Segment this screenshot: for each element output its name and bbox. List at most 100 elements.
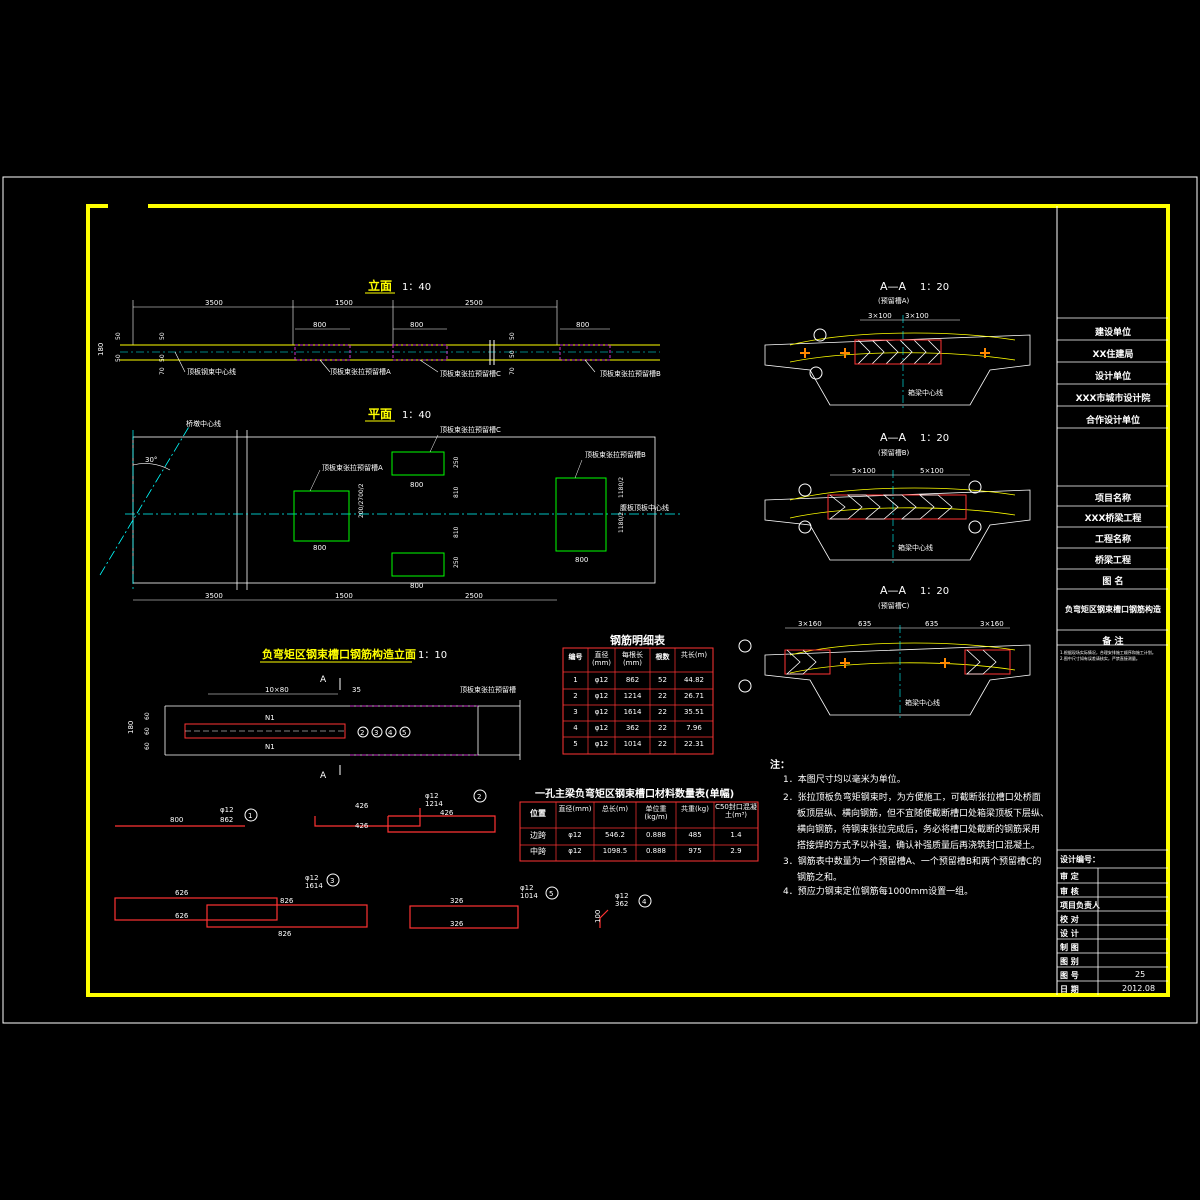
svg-text:5: 5 [402, 729, 406, 737]
elev-label-1: 顶板钢束中心线 [187, 367, 236, 376]
svg-text:50: 50 [159, 332, 166, 340]
note-line: 3．钢筋表中数量为一个预留槽A、一个预留槽B和两个预留槽C的 [783, 857, 1042, 867]
svg-text:2: 2 [477, 793, 481, 801]
material-table: 一孔主梁负弯矩区钢束槽口材料数量表(单幅) [519, 787, 759, 862]
drawing-name: 负弯矩区钢束槽口钢筋构造 [1065, 605, 1161, 614]
svg-text:3: 3 [330, 877, 334, 885]
notes-title: 注： [770, 760, 790, 771]
elev-dim-3500: 3500 [205, 299, 223, 307]
svg-text:50: 50 [159, 354, 166, 362]
plan-label-a: 顶板束张拉预留槽A [322, 463, 383, 472]
frame-gap [108, 200, 148, 210]
svg-text:2: 2 [360, 729, 364, 737]
svg-text:3×100: 3×100 [905, 312, 929, 320]
elev-label-3: 顶板束张拉预留槽C [440, 369, 501, 378]
svg-text:826: 826 [278, 930, 292, 938]
svg-text:3500: 3500 [205, 592, 223, 600]
svg-text:1180/2: 1180/2 [618, 512, 625, 533]
plan-label-b: 顶板束张拉预留槽B [585, 450, 646, 459]
svg-text:70: 70 [159, 367, 166, 375]
svg-text:A—A: A—A [880, 280, 907, 293]
svg-text:φ12: φ12 [220, 806, 234, 814]
svg-text:箱梁中心线: 箱梁中心线 [898, 543, 933, 552]
sheet-number: 25 [1135, 970, 1146, 979]
elevation-title: 立面 [368, 278, 392, 293]
svg-text:箱梁中心线: 箱梁中心线 [908, 388, 943, 397]
svg-text:1：20: 1：20 [920, 586, 949, 597]
svg-text:362: 362 [615, 900, 628, 908]
svg-text:626: 626 [175, 889, 189, 897]
svg-text:326: 326 [450, 920, 464, 928]
elev-dim-180: 180 [97, 343, 105, 356]
note-line: 板顶层纵、横向钢筋，但不宜随便截断槽口处箱梁顶板下层纵、 [797, 809, 1050, 819]
svg-text:50: 50 [509, 332, 516, 340]
outer-border [2, 176, 1198, 1024]
rebar-table-title: 钢筋明细表 [610, 633, 666, 647]
svg-text:810: 810 [453, 486, 460, 498]
svg-text:箱梁中心线: 箱梁中心线 [905, 698, 940, 707]
detail-title: 负弯矩区钢束槽口钢筋构造立面 [262, 647, 416, 661]
plan-label-axis: 腹板顶板中心线 [620, 503, 669, 512]
svg-text:635: 635 [925, 620, 938, 628]
svg-text:50: 50 [509, 350, 516, 358]
note-line: 搭接焊的方式予以补强，确认补强质量后再浇筑封口混凝土。 [797, 841, 1041, 851]
plan-title: 平面 [368, 407, 392, 421]
svg-text:5×100: 5×100 [852, 467, 876, 475]
svg-text:1: 1 [248, 812, 252, 820]
plan-label-c: 顶板束张拉预留槽C [440, 425, 501, 434]
section-c: A—A 1：20 (预留槽C) 3×160 635 635 3×160 箱梁中心… [738, 584, 1031, 720]
svg-text:426: 426 [355, 802, 369, 810]
svg-text:顶板束张拉预留槽: 顶板束张拉预留槽 [460, 685, 516, 694]
svg-text:626: 626 [175, 912, 189, 920]
svg-text:φ12: φ12 [520, 884, 534, 892]
drawing-frame [86, 204, 1170, 997]
svg-text:5×100: 5×100 [920, 467, 944, 475]
svg-text:635: 635 [858, 620, 871, 628]
svg-text:250: 250 [453, 556, 460, 568]
svg-text:A—A: A—A [880, 584, 907, 597]
plan-angle: 30° [145, 456, 157, 464]
svg-text:50: 50 [115, 332, 122, 340]
svg-text:1：20: 1：20 [920, 282, 949, 293]
svg-text:3×100: 3×100 [868, 312, 892, 320]
svg-text:A: A [320, 675, 327, 685]
svg-text:1014: 1014 [520, 892, 538, 900]
svg-text:3: 3 [374, 729, 378, 737]
svg-text:10×80: 10×80 [265, 686, 289, 694]
svg-text:826: 826 [280, 897, 294, 905]
svg-text:800: 800 [410, 582, 423, 590]
bar-shapes: φ12 862 1 800 426 426 426 φ12 1214 2 626… [114, 789, 652, 938]
elev-sub-dim-2: 800 [410, 321, 423, 329]
svg-text:326: 326 [450, 897, 464, 905]
elev-label-2: 顶板束张拉预留槽A [330, 367, 391, 376]
svg-text:180: 180 [127, 721, 135, 734]
svg-text:(预留槽B): (预留槽B) [878, 448, 910, 457]
svg-text:4: 4 [388, 729, 393, 737]
plan-scale: 1：40 [402, 410, 431, 421]
note-line: 钢筋之和。 [797, 873, 843, 883]
remarks-title: 备 注 [1102, 637, 1124, 647]
svg-text:2500: 2500 [465, 592, 483, 600]
svg-text:3×160: 3×160 [798, 620, 822, 628]
detail-scale: 1：10 [418, 650, 447, 661]
note-line: 4．预应力钢束定位钢筋每1000mm设置一组。 [783, 887, 974, 897]
rebar-table: 钢筋明细表 [562, 633, 714, 755]
svg-text:60: 60 [144, 742, 151, 750]
date-value: 2012.08 [1122, 984, 1156, 993]
svg-text:φ12: φ12 [305, 874, 319, 882]
svg-text:3×160: 3×160 [980, 620, 1004, 628]
note-line: 2．张拉顶板负弯矩钢束时，为方便施工，可截断张拉槽口处桥面 [783, 793, 1041, 803]
plan-view: 平面 1：40 30° 桥墩中心线 顶板束张拉预留槽A 顶板束张拉预留槽C 顶板… [99, 407, 680, 601]
elev-dim-2500: 2500 [465, 299, 483, 307]
svg-text:(预留槽A): (预留槽A) [878, 296, 910, 305]
detail-view: 负弯矩区钢束槽口钢筋构造立面 1：10 A A 10×80 35 顶板束张拉预留… [127, 647, 521, 781]
svg-text:4: 4 [642, 898, 647, 906]
svg-text:1180/2: 1180/2 [618, 477, 625, 498]
svg-text:N1: N1 [265, 714, 275, 722]
elevation-view: 立面 1：40 3500 1500 2500 800 800 800 180 5… [97, 278, 661, 378]
svg-text:862: 862 [220, 816, 233, 824]
svg-text:426: 426 [355, 822, 369, 830]
svg-text:200/2700/2: 200/2700/2 [358, 483, 365, 518]
svg-text:φ12: φ12 [425, 792, 439, 800]
